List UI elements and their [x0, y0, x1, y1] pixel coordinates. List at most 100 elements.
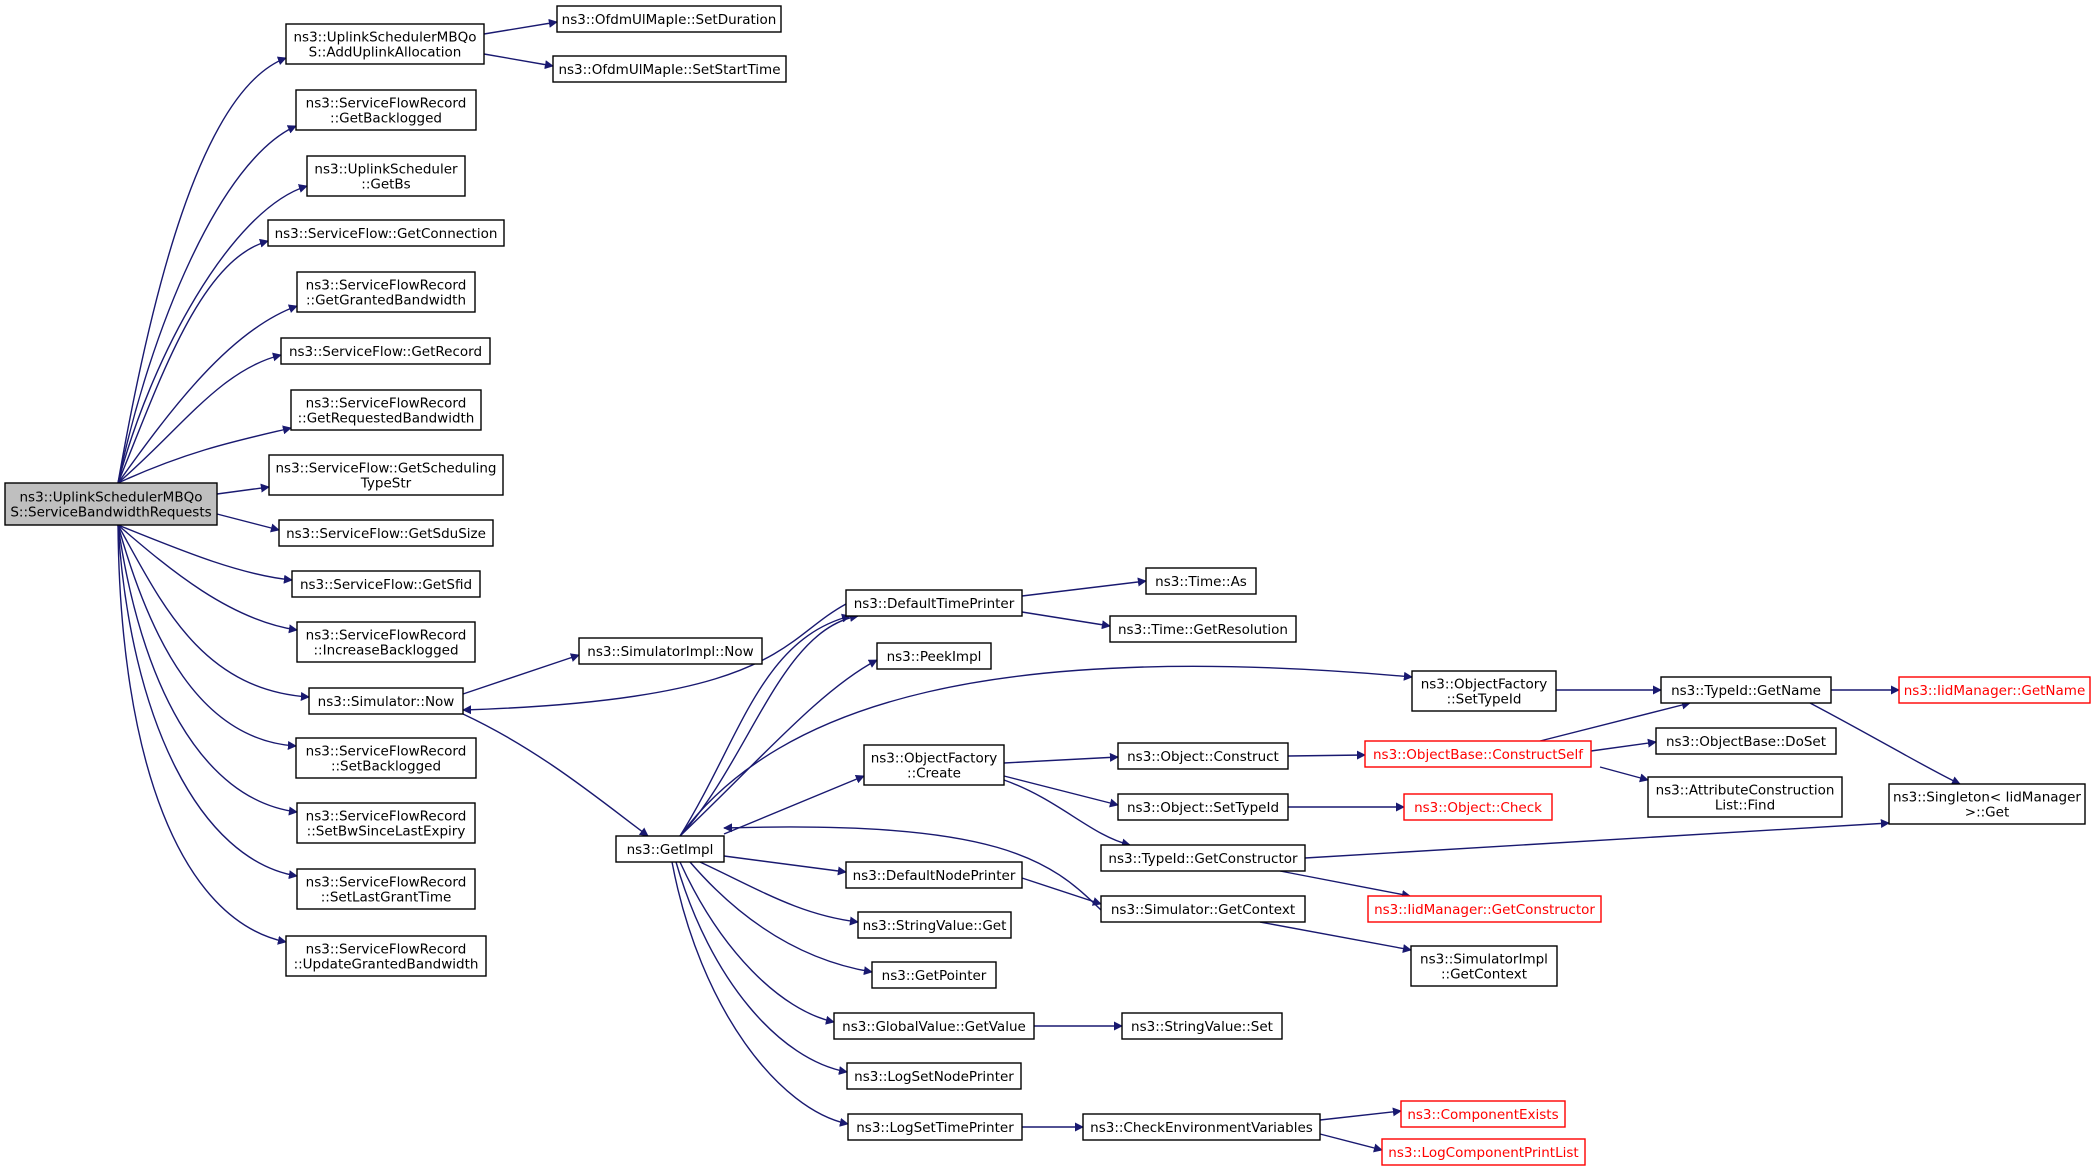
node-box	[1100, 895, 1306, 923]
node-label-line: ns3::Object::Check	[1414, 800, 1542, 816]
node-inc-backlogged[interactable]: ns3::ServiceFlowRecord::IncreaseBacklogg…	[296, 621, 476, 663]
node-log-comp-print-list[interactable]: ns3::LogComponentPrintList	[1381, 1138, 1586, 1166]
call-edge-simGetContext-to-getImpl	[723, 823, 1102, 911]
call-edge-getImpl-to-stringValueGet	[699, 861, 859, 926]
node-log-set-time-printer[interactable]: ns3::LogSetTimePrinter	[847, 1113, 1023, 1141]
call-edge-getImpl-to-defTimePrinter	[679, 613, 859, 837]
node-label-line: ::GetContext	[1441, 967, 1527, 983]
node-obj-construct[interactable]: ns3::Object::Construct	[1117, 742, 1289, 770]
node-upd-granted-bw[interactable]: ns3::ServiceFlowRecord::UpdateGrantedBan…	[285, 935, 487, 977]
node-label-line: ::Create	[907, 766, 961, 782]
node-set-backlogged[interactable]: ns3::ServiceFlowRecord::SetBacklogged	[295, 737, 477, 779]
node-box	[306, 155, 466, 197]
node-label-line: ns3::ServiceFlowRecord	[306, 628, 467, 644]
node-box	[4, 482, 218, 526]
node-string-value-set[interactable]: ns3::StringValue::Set	[1121, 1012, 1283, 1040]
node-def-time-printer[interactable]: ns3::DefaultTimePrinter	[845, 589, 1023, 617]
node-add-uplink[interactable]: ns3::UplinkSchedulerMBQoS::AddUplinkAllo…	[285, 23, 485, 65]
call-edge-simNow-to-getImpl	[462, 713, 649, 837]
node-get-sfid[interactable]: ns3::ServiceFlow::GetSfid	[291, 570, 481, 598]
node-box	[1367, 895, 1602, 923]
node-box	[1898, 676, 2091, 704]
node-box	[845, 861, 1023, 889]
node-set-bw-since[interactable]: ns3::ServiceFlowRecord::SetBwSinceLastEx…	[296, 802, 476, 844]
node-sim-get-context[interactable]: ns3::Simulator::GetContext	[1100, 895, 1306, 923]
node-label-line: TypeStr	[360, 476, 412, 492]
node-label-line: ns3::Simulator::Now	[318, 694, 455, 710]
call-edge-root-to-setBwSince	[117, 524, 298, 816]
node-peek-impl[interactable]: ns3::PeekImpl	[876, 642, 992, 670]
node-of-set-type-id[interactable]: ns3::ObjectFactory::SetTypeId	[1411, 670, 1557, 712]
call-edge-root-to-getSduSize	[216, 513, 280, 533]
node-set-duration[interactable]: ns3::OfdmUlMapIe::SetDuration	[556, 5, 782, 33]
call-edge-root-to-getRecord	[117, 352, 282, 484]
node-label-line: ns3::OfdmUlMapIe::SetDuration	[562, 12, 777, 28]
node-component-exists[interactable]: ns3::ComponentExists	[1400, 1100, 1566, 1128]
node-of-create[interactable]: ns3::ObjectFactory::Create	[863, 744, 1005, 786]
node-box	[1403, 793, 1553, 821]
call-edge-root-to-setBacklogged	[117, 524, 297, 750]
node-check-env-vars[interactable]: ns3::CheckEnvironmentVariables	[1082, 1113, 1321, 1141]
node-label-line: ::GetGrantedBandwidth	[306, 293, 466, 309]
node-box	[280, 337, 491, 365]
node-get-connection[interactable]: ns3::ServiceFlow::GetConnection	[267, 219, 505, 247]
node-box	[1411, 670, 1557, 712]
node-box	[1100, 844, 1306, 872]
node-string-value-get[interactable]: ns3::StringValue::Get	[857, 911, 1012, 939]
node-obj-set-type-id[interactable]: ns3::Object::SetTypeId	[1117, 793, 1289, 821]
node-sim-impl-now[interactable]: ns3::SimulatorImpl::Now	[578, 637, 763, 665]
node-obj-base-do-set[interactable]: ns3::ObjectBase::DoSet	[1655, 727, 1837, 755]
node-box	[871, 961, 997, 989]
node-box	[1121, 1012, 1283, 1040]
call-edge-ofCreate-to-objConstruct	[1003, 752, 1119, 764]
call-edge-root-to-setLastGrant	[117, 524, 298, 880]
node-label-line: ns3::SimulatorImpl	[1420, 952, 1548, 968]
edges-layer	[117, 18, 1961, 1153]
node-type-id-get-name[interactable]: ns3::TypeId::GetName	[1660, 676, 1832, 704]
node-get-bs[interactable]: ns3::UplinkScheduler::GetBs	[306, 155, 466, 197]
node-sim-impl-get-context[interactable]: ns3::SimulatorImpl::GetContext	[1410, 945, 1558, 987]
node-obj-base-construct-self[interactable]: ns3::ObjectBase::ConstructSelf	[1364, 740, 1592, 768]
node-box	[296, 271, 476, 313]
node-label-line: ns3::GlobalValue::GetValue	[842, 1019, 1026, 1035]
node-set-start-time[interactable]: ns3::OfdmUlMapIe::SetStartTime	[552, 55, 787, 83]
node-label-line: ns3::TypeId::GetConstructor	[1108, 851, 1298, 867]
call-edge-root-to-getConnection	[117, 238, 269, 484]
call-edge-getImpl-to-peekImpl	[679, 659, 878, 837]
node-get-record[interactable]: ns3::ServiceFlow::GetRecord	[280, 337, 491, 365]
node-label-line: ns3::StringValue::Get	[863, 918, 1007, 934]
node-type-id-get-ctor[interactable]: ns3::TypeId::GetConstructor	[1100, 844, 1306, 872]
node-box	[857, 911, 1012, 939]
node-obj-check[interactable]: ns3::Object::Check	[1403, 793, 1553, 821]
node-iid-get-name[interactable]: ns3::IidManager::GetName	[1898, 676, 2091, 704]
node-label-line: ::SetBacklogged	[331, 759, 441, 775]
call-edge-getImpl-to-globalValueGetValue	[679, 861, 835, 1025]
node-get-backlogged[interactable]: ns3::ServiceFlowRecord::GetBacklogged	[295, 89, 477, 131]
node-global-value-get-value[interactable]: ns3::GlobalValue::GetValue	[833, 1012, 1035, 1040]
node-iid-get-ctor[interactable]: ns3::IidManager::GetConstructor	[1367, 895, 1602, 923]
node-get-impl[interactable]: ns3::GetImpl	[615, 835, 725, 863]
node-sim-now[interactable]: ns3::Simulator::Now	[308, 687, 464, 715]
node-label-line: ns3::IidManager::GetConstructor	[1374, 902, 1595, 918]
node-time-get-res[interactable]: ns3::Time::GetResolution	[1109, 615, 1297, 643]
node-label-line: ns3::ComponentExists	[1407, 1107, 1558, 1123]
node-def-node-printer[interactable]: ns3::DefaultNodePrinter	[845, 861, 1023, 889]
node-box	[291, 570, 481, 598]
node-singleton-get[interactable]: ns3::Singleton< IidManager>::Get	[1888, 783, 2086, 825]
node-get-sdu-size[interactable]: ns3::ServiceFlow::GetSduSize	[278, 519, 494, 547]
call-edge-checkEnvVars-to-componentExists	[1319, 1107, 1402, 1121]
node-time-as[interactable]: ns3::Time::As	[1145, 567, 1257, 595]
node-label-line: >::Get	[1965, 805, 2009, 821]
node-label-line: ns3::AttributeConstruction	[1656, 783, 1835, 799]
node-set-last-grant[interactable]: ns3::ServiceFlowRecord::SetLastGrantTime	[296, 868, 476, 910]
node-get-pointer[interactable]: ns3::GetPointer	[871, 961, 997, 989]
node-get-granted-bw[interactable]: ns3::ServiceFlowRecord::GetGrantedBandwi…	[296, 271, 476, 313]
node-get-requested-bw[interactable]: ns3::ServiceFlowRecord::GetRequestedBand…	[290, 389, 482, 431]
node-label-line: ns3::LogSetNodePrinter	[854, 1069, 1014, 1085]
call-edge-ofCreate-to-objSetTypeId	[1003, 775, 1119, 808]
node-log-set-node-printer[interactable]: ns3::LogSetNodePrinter	[846, 1062, 1022, 1090]
node-label-line: ns3::OfdmUlMapIe::SetStartTime	[558, 62, 780, 78]
node-box	[285, 935, 487, 977]
